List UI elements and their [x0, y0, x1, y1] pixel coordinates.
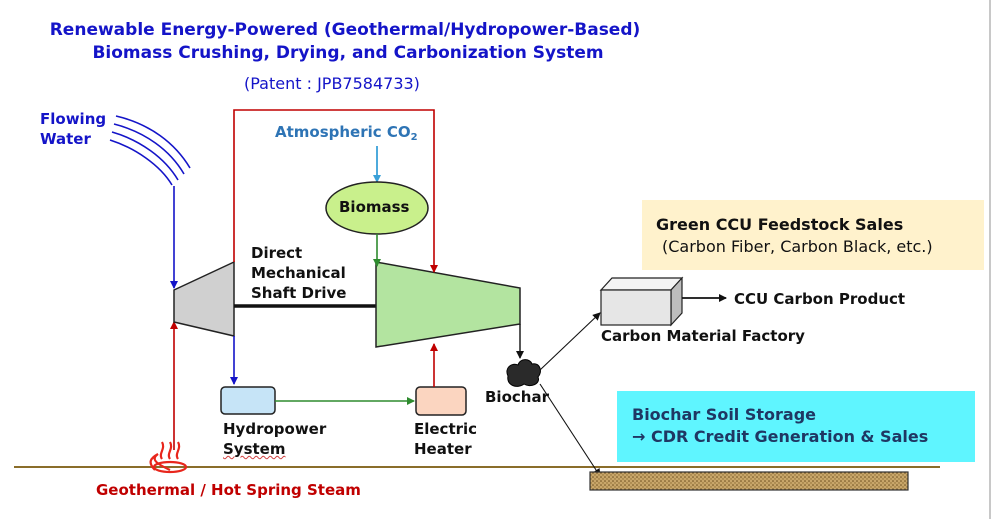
co2-subscript: 2 [410, 132, 418, 143]
biochar-storage-title: Biochar Soil Storage [632, 405, 817, 424]
ccu-product-label: CCU Carbon Product [734, 290, 906, 308]
patent-number: (Patent : JPB7584733) [244, 74, 420, 93]
flowing-water-label-line2: Water [40, 130, 91, 148]
biochar-storage-panel [617, 391, 975, 462]
steam-loop [233, 109, 438, 273]
hydropower-box [220, 386, 276, 415]
hydropower-label-line2: System [223, 440, 286, 458]
heater-label-line2: Heater [414, 440, 472, 458]
to-soil-arrow [539, 383, 601, 477]
soil-storage-bar [589, 471, 909, 491]
flowing-water-label-line1: Flowing [40, 110, 107, 128]
biochar-label: Biochar [485, 388, 549, 406]
biomass-label: Biomass [339, 198, 410, 216]
biochar-pile [506, 359, 541, 387]
heater-label-line1: Electric [414, 420, 478, 438]
turbine [173, 260, 235, 337]
ccu-sales-title: Green CCU Feedstock Sales [656, 215, 904, 234]
heater-box [415, 386, 467, 416]
factory-box [599, 276, 684, 327]
shaft-label-line1: Direct [251, 244, 303, 262]
title-line2: Biomass Crushing, Drying, and Carbonizat… [92, 43, 604, 63]
shaft-label-line3: Shaft Drive [251, 284, 347, 302]
atmospheric-co2-label: Atmospheric CO2 [275, 123, 418, 144]
ccu-sales-panel [642, 200, 984, 270]
factory-label: Carbon Material Factory [601, 327, 805, 345]
hydropower-label-line1: Hydropower [223, 420, 327, 438]
geothermal-label: Geothermal / Hot Spring Steam [96, 481, 361, 499]
crusher-dryer [375, 261, 521, 348]
to-factory-arrow [539, 312, 601, 371]
ccu-sales-subtitle: (Carbon Fiber, Carbon Black, etc.) [662, 237, 933, 256]
biochar-storage-subtitle: → CDR Credit Generation & Sales [632, 427, 929, 446]
co2-text: Atmospheric CO [275, 123, 411, 141]
water-waves [109, 115, 191, 186]
shaft-label-line2: Mechanical [251, 264, 346, 282]
title-line1: Renewable Energy-Powered (Geothermal/Hyd… [49, 20, 641, 40]
hot-spring-icon [149, 441, 188, 474]
